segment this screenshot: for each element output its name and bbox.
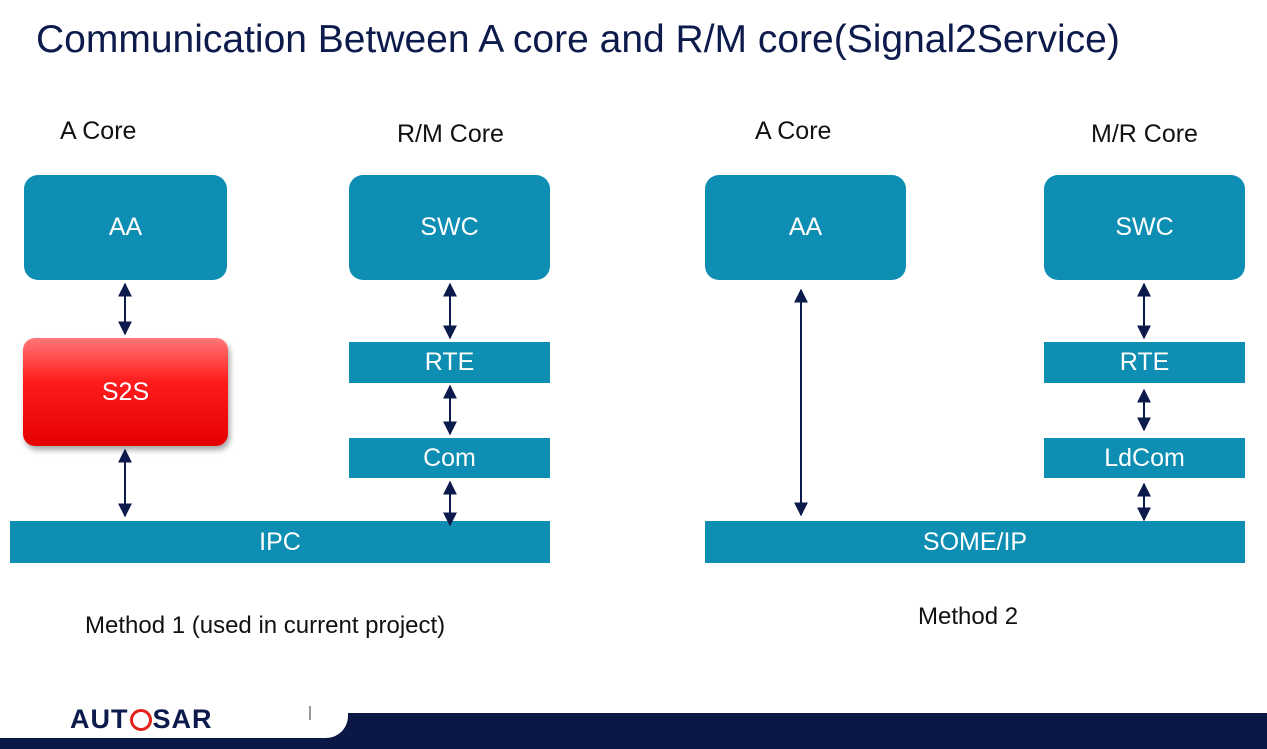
m1-rte-box: RTE bbox=[349, 342, 550, 383]
m1-ipc-bus: IPC bbox=[10, 521, 550, 563]
m1-com-box: Com bbox=[349, 438, 550, 478]
m2-rte-label: RTE bbox=[1119, 348, 1170, 376]
m1-caption: Method 1 (used in current project) bbox=[85, 612, 446, 639]
m1-swc-box: SWC bbox=[349, 175, 550, 280]
m1-swc-label: SWC bbox=[420, 213, 479, 241]
m1-ipc-label: IPC bbox=[259, 527, 301, 556]
m2-ldcom-box: LdCom bbox=[1044, 438, 1245, 478]
m1-rm-core-label: R/M Core bbox=[397, 120, 504, 148]
m2-caption: Method 2 bbox=[918, 603, 1019, 630]
m2-someip-bus: SOME/IP bbox=[705, 521, 1245, 563]
logo-o-icon bbox=[129, 709, 152, 731]
m1-aa-label: AA bbox=[108, 213, 143, 241]
m2-a-core-label: A Core bbox=[755, 117, 832, 145]
m2-aa-label: AA bbox=[788, 213, 823, 241]
m2-swc-box: SWC bbox=[1044, 175, 1245, 280]
m2-mr-core-label: M/R Core bbox=[1091, 120, 1198, 148]
m2-swc-label: SWC bbox=[1115, 213, 1174, 241]
page-title: Communication Between A core and R/M cor… bbox=[36, 18, 1120, 61]
m1-s2s-label: S2S bbox=[101, 377, 150, 406]
m1-a-core-label: A Core bbox=[60, 117, 137, 145]
m1-aa-box: AA bbox=[24, 175, 227, 280]
m1-com-label: Com bbox=[423, 443, 476, 472]
m2-aa-box: AA bbox=[705, 175, 906, 280]
logo-divider bbox=[309, 706, 311, 720]
m1-s2s-box: S2S bbox=[23, 338, 228, 446]
m1-rte-label: RTE bbox=[424, 348, 475, 376]
m2-ldcom-label: LdCom bbox=[1104, 443, 1185, 472]
logo-tab bbox=[0, 698, 348, 738]
m2-rte-box: RTE bbox=[1044, 342, 1245, 383]
m2-someip-label: SOME/IP bbox=[922, 527, 1028, 556]
